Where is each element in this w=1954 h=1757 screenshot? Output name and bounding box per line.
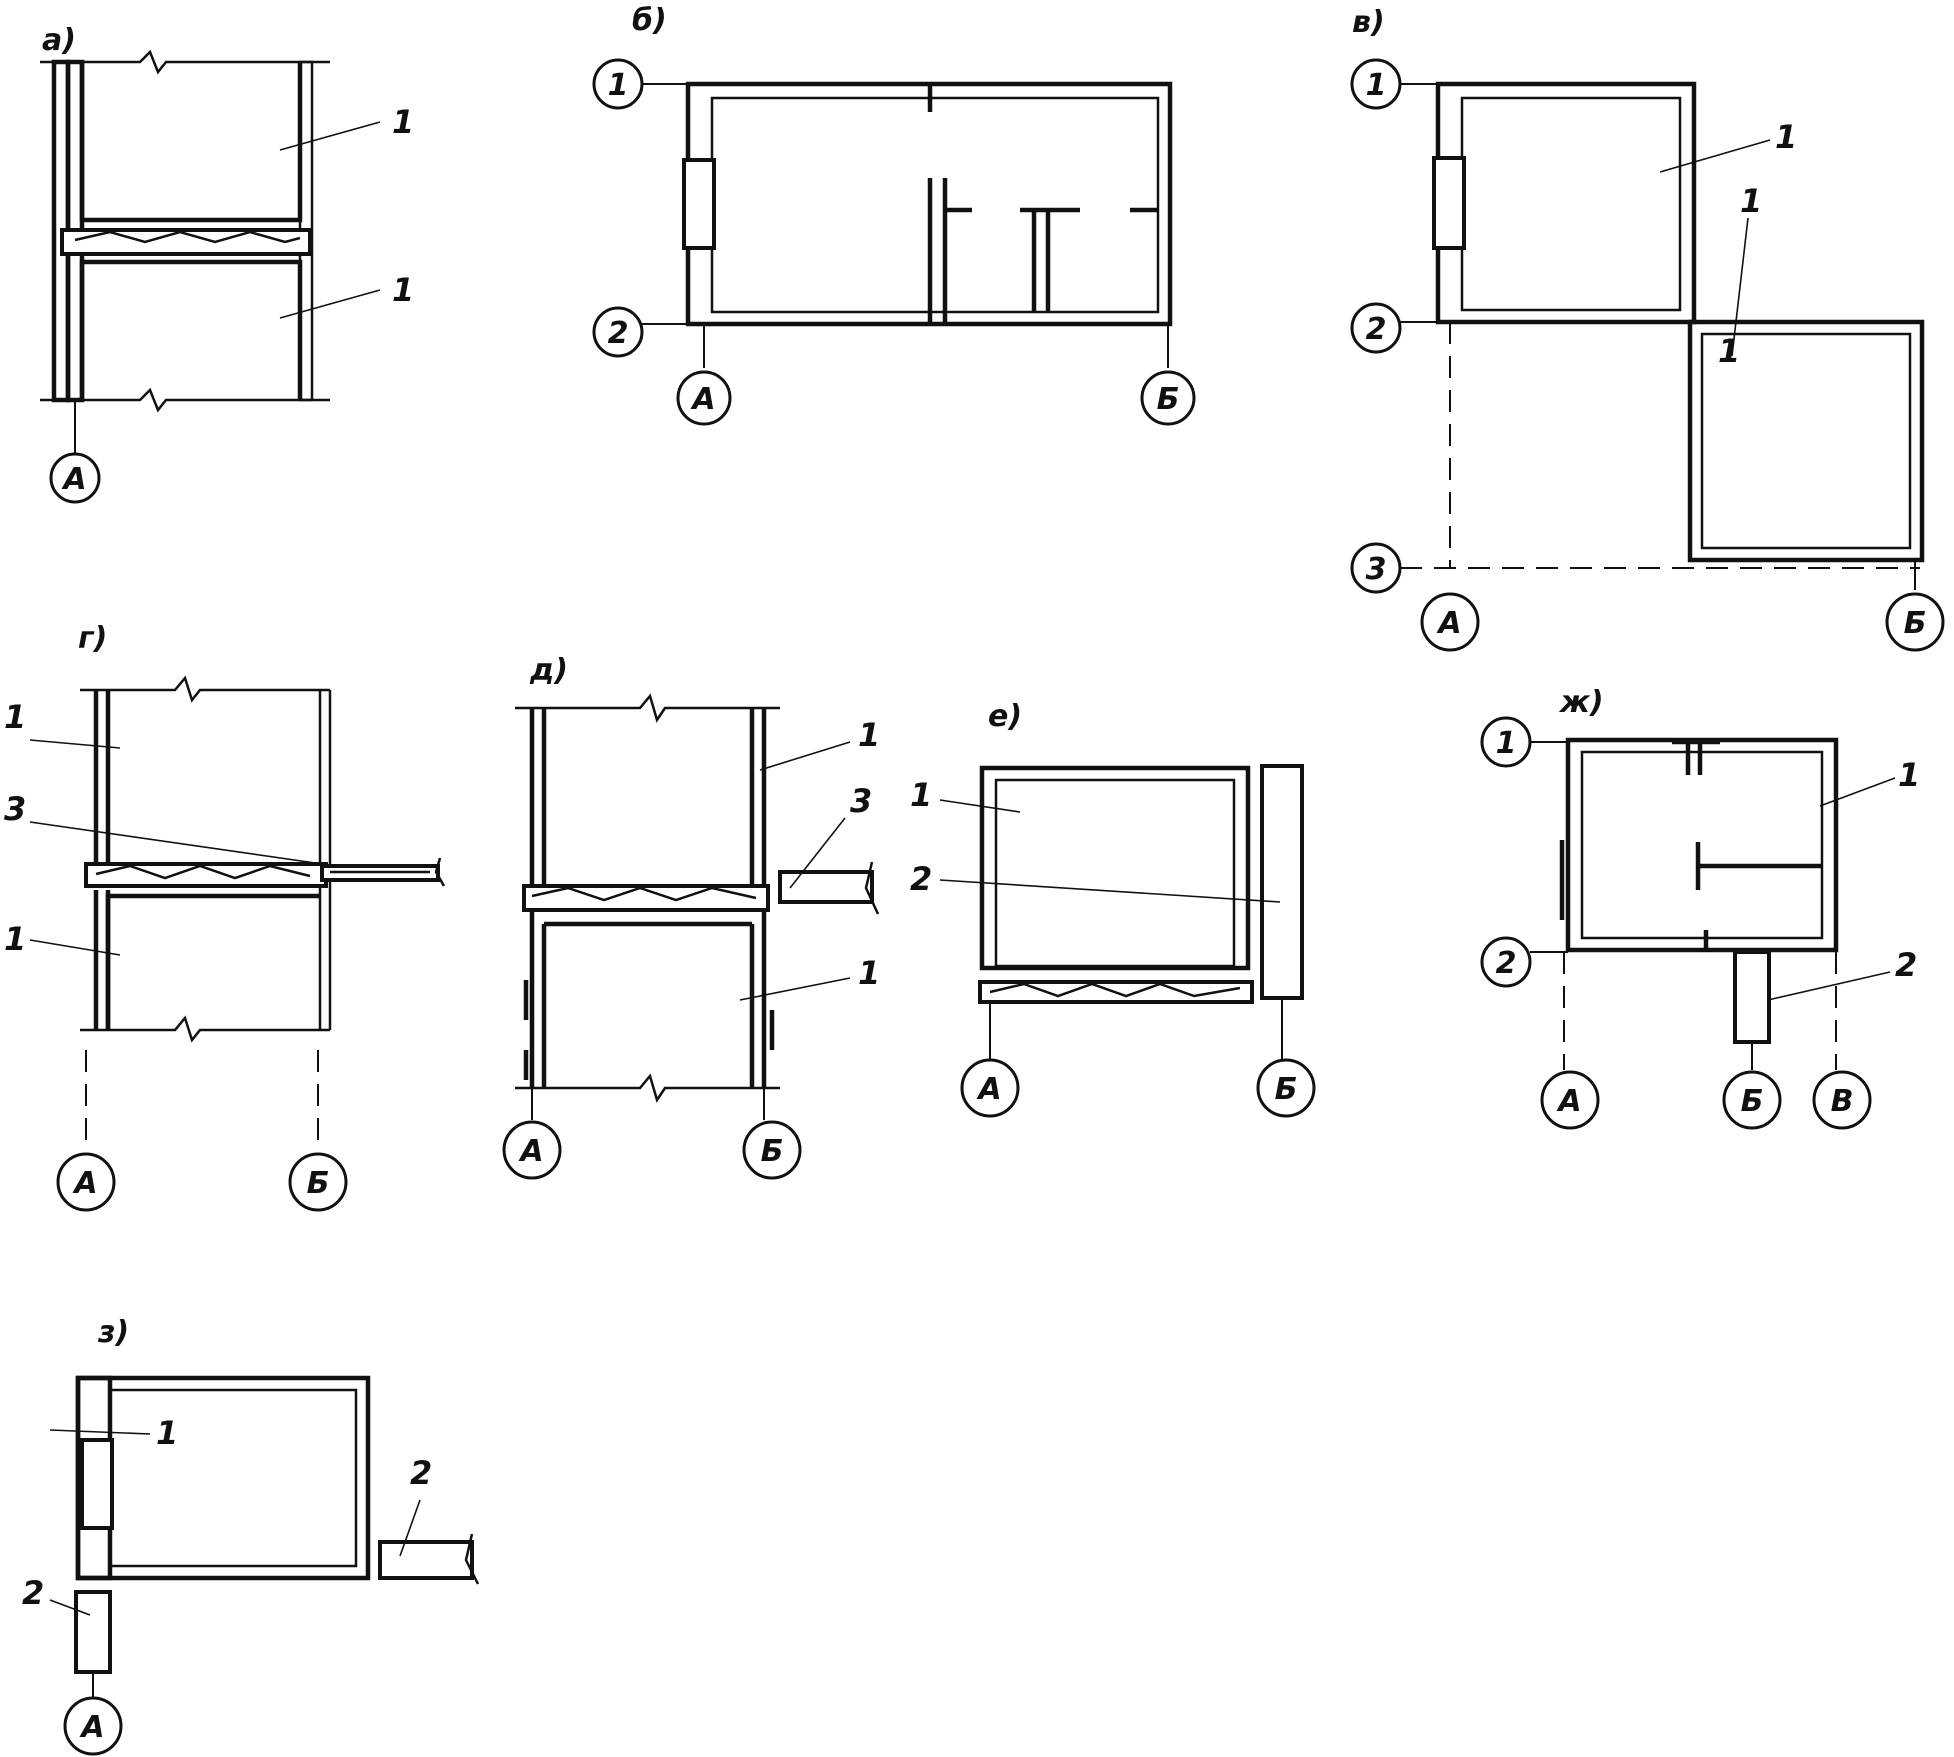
panel-zh-axis-B: Б: [1741, 1084, 1764, 1119]
panel-v: в) 1 1 1 1 2 3 А Б: [1350, 5, 1945, 652]
panel-b: б) 1 2 А Б: [592, 3, 1196, 426]
panel-g-axis-A: А: [72, 1166, 97, 1201]
panel-zh-callout-2: 2: [1895, 946, 1917, 984]
panel-e-axis-A: А: [976, 1072, 1001, 1107]
panel-v-axis-B: Б: [1904, 606, 1927, 641]
panel-g-label: г): [78, 621, 107, 656]
panel-d-axis-B: Б: [761, 1134, 784, 1169]
panel-d-axis-A: А: [518, 1134, 543, 1169]
panel-b-axis-1: 1: [608, 68, 629, 103]
panel-d-callout-1-top: 1: [858, 716, 880, 754]
panel-e: е) 1 2 А Б: [910, 699, 1316, 1118]
panel-b-label: б): [632, 3, 667, 38]
panel-e-axis-B: Б: [1275, 1072, 1298, 1107]
panel-g-callout-1-top: 1: [4, 698, 26, 736]
panel-v-axis-1: 1: [1366, 68, 1387, 103]
panel-a-callout-1-top: 1: [392, 103, 414, 141]
panel-z: з) 1 2 2 А: [22, 1315, 480, 1756]
panel-v-callout-1a: 1: [1775, 118, 1797, 156]
panel-v-label: в): [1352, 5, 1385, 40]
panel-b-axis-A: А: [690, 382, 715, 417]
panel-g-callout-3: 3: [4, 790, 26, 828]
panel-zh-label: ж): [1558, 685, 1604, 720]
panel-zh-axis-1: 1: [1496, 726, 1517, 761]
panel-e-label: е): [988, 699, 1022, 734]
panel-z-callout-2-left: 2: [22, 1574, 44, 1612]
panel-b-axis-2: 2: [608, 316, 629, 351]
panel-zh-axis-A: А: [1556, 1084, 1581, 1119]
panel-v-axis-A: А: [1436, 606, 1461, 641]
panel-z-label: з): [97, 1315, 129, 1350]
panel-zh: ж) 1 2 1 2 А Б В: [1480, 685, 1920, 1130]
panel-g: г) 1 3 1 А Б: [4, 621, 446, 1212]
panel-v-callout-1c: 1: [1718, 332, 1740, 370]
panel-a: а) 1 1 А: [40, 23, 414, 504]
panel-v-callout-1b: 1: [1740, 182, 1762, 220]
panel-e-callout-1: 1: [910, 776, 932, 814]
panel-d: д) 1 3 1 А Б: [502, 653, 880, 1180]
panel-z-callout-1: 1: [156, 1414, 178, 1452]
panel-a-axis-A: А: [61, 462, 86, 497]
panel-e-callout-2: 2: [910, 860, 932, 898]
panel-zh-axis-2: 2: [1496, 946, 1517, 981]
panel-z-callout-2-right: 2: [410, 1454, 432, 1492]
axis-bubble-a: [49, 452, 101, 504]
panel-v-axis-2: 2: [1366, 312, 1387, 347]
panel-g-axis-B: Б: [307, 1166, 330, 1201]
panel-b-axis-B: Б: [1157, 382, 1180, 417]
panel-d-callout-3: 3: [850, 782, 872, 820]
panel-z-axis-A: А: [79, 1710, 104, 1745]
panel-g-callout-1-bottom: 1: [4, 920, 26, 958]
panel-v-axis-3: 3: [1366, 552, 1387, 587]
panel-a-callout-1-bottom: 1: [392, 271, 414, 309]
panel-a-label: а): [42, 23, 76, 58]
panel-d-label: д): [529, 653, 568, 688]
panel-zh-axis-V: В: [1831, 1084, 1854, 1119]
panel-d-callout-1-bottom: 1: [858, 954, 880, 992]
panel-zh-callout-1: 1: [1898, 756, 1920, 794]
